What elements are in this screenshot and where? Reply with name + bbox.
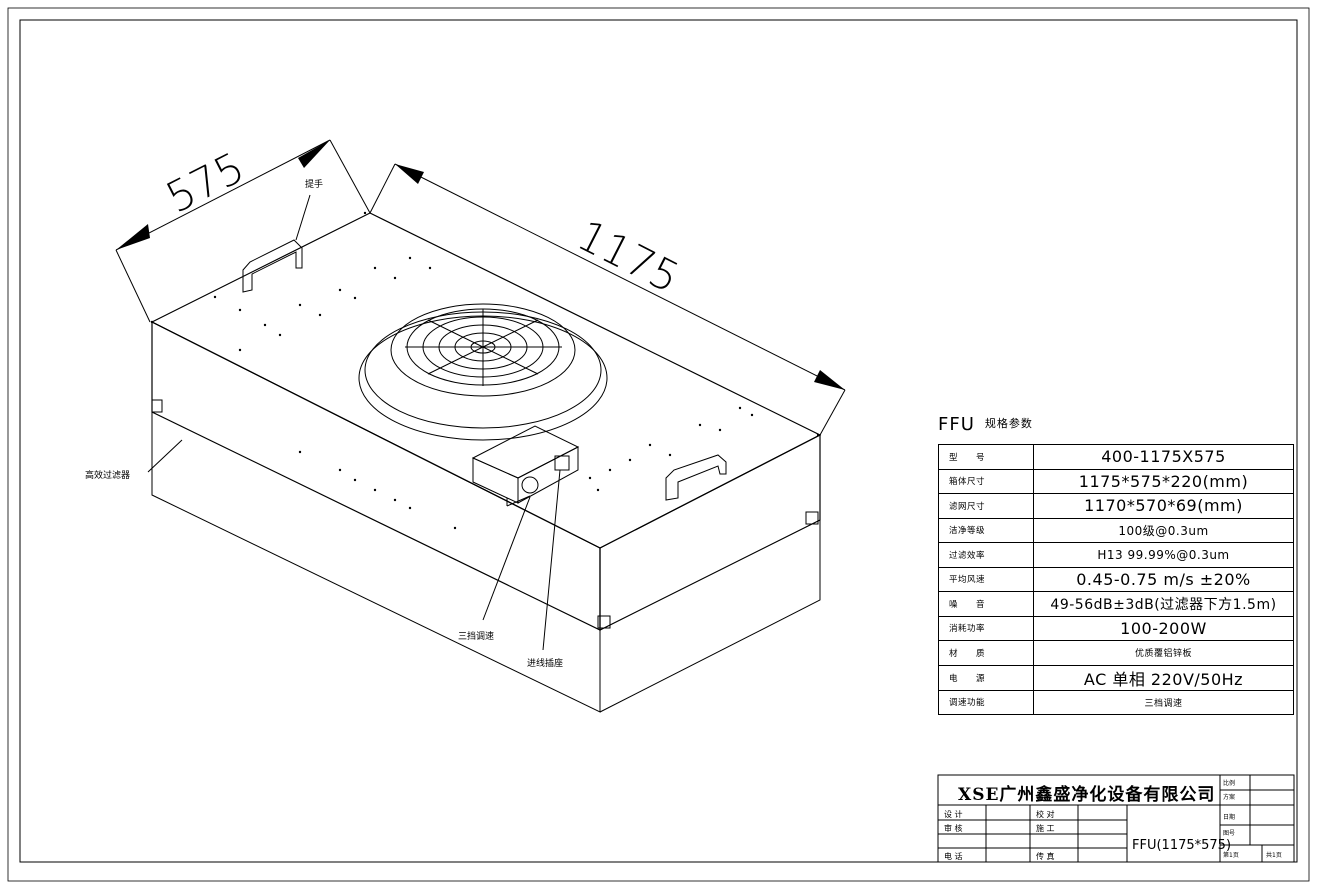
power-socket [554, 455, 570, 471]
handle-left [242, 239, 303, 293]
fax-label: 传 真 [1036, 852, 1055, 861]
callout-power-socket: 进线插座 [527, 659, 564, 669]
spec-value: 1170*570*69(mm) [1033, 493, 1294, 519]
callout-handle: 提手 [305, 180, 324, 190]
callout-speed-control: 三挡调速 [458, 632, 495, 642]
total-label: 共1页 [1266, 852, 1282, 859]
check-label: 校 对 [1036, 810, 1055, 819]
handle-right [665, 454, 727, 501]
spec-row: 调速功能三档调速 [938, 689, 1294, 715]
spec-subtitle: 规格参数 [984, 417, 1033, 430]
spec-label: 材 质 [938, 640, 1034, 666]
spec-label: 消耗功率 [938, 615, 1034, 641]
design-label: 设 计 [944, 810, 963, 819]
spec-value: 0.45-0.75 m/s ±20% [1033, 566, 1294, 592]
date-label: 日期 [1223, 814, 1236, 821]
spec-label: 调速功能 [938, 689, 1034, 715]
inner-border [19, 19, 1298, 863]
spec-label: 电 源 [938, 664, 1034, 691]
drawing-name: FFU(1175*575) [1132, 838, 1232, 853]
spec-label: 过滤效率 [938, 542, 1034, 568]
spec-value: 100-200W [1033, 615, 1294, 641]
spec-value: 三档调速 [1033, 689, 1294, 715]
spec-title-text: FFU [938, 414, 975, 435]
phone-label: 电 话 [944, 852, 963, 861]
callout-hepa-filter: 高效过滤器 [85, 471, 131, 481]
drawing-no-label: 图号 [1223, 830, 1236, 837]
outer-border [7, 7, 1310, 882]
spec-value: AC 单相 220V/50Hz [1033, 664, 1294, 691]
sheet-label: 第1页 [1223, 852, 1239, 859]
construct-label: 施 工 [1036, 824, 1055, 833]
scheme-label: 方案 [1223, 794, 1236, 801]
spec-row: 材 质优质覆铝锌板 [938, 640, 1294, 666]
spec-value: 1175*575*220(mm) [1033, 468, 1294, 494]
review-label: 审 核 [944, 824, 963, 833]
spec-value: 400-1175X575 [1033, 444, 1294, 470]
company-name: XSE广州鑫盛净化设备有限公司 [958, 785, 1216, 805]
filter-front [151, 412, 601, 713]
speed-knob [521, 476, 539, 494]
filter-right [599, 520, 821, 713]
spec-title: FFU 规格参数 [938, 416, 1033, 434]
spec-label: 型 号 [938, 444, 1034, 470]
scale-label: 比例 [1223, 780, 1236, 787]
spec-label: 滤网尺寸 [938, 493, 1034, 519]
